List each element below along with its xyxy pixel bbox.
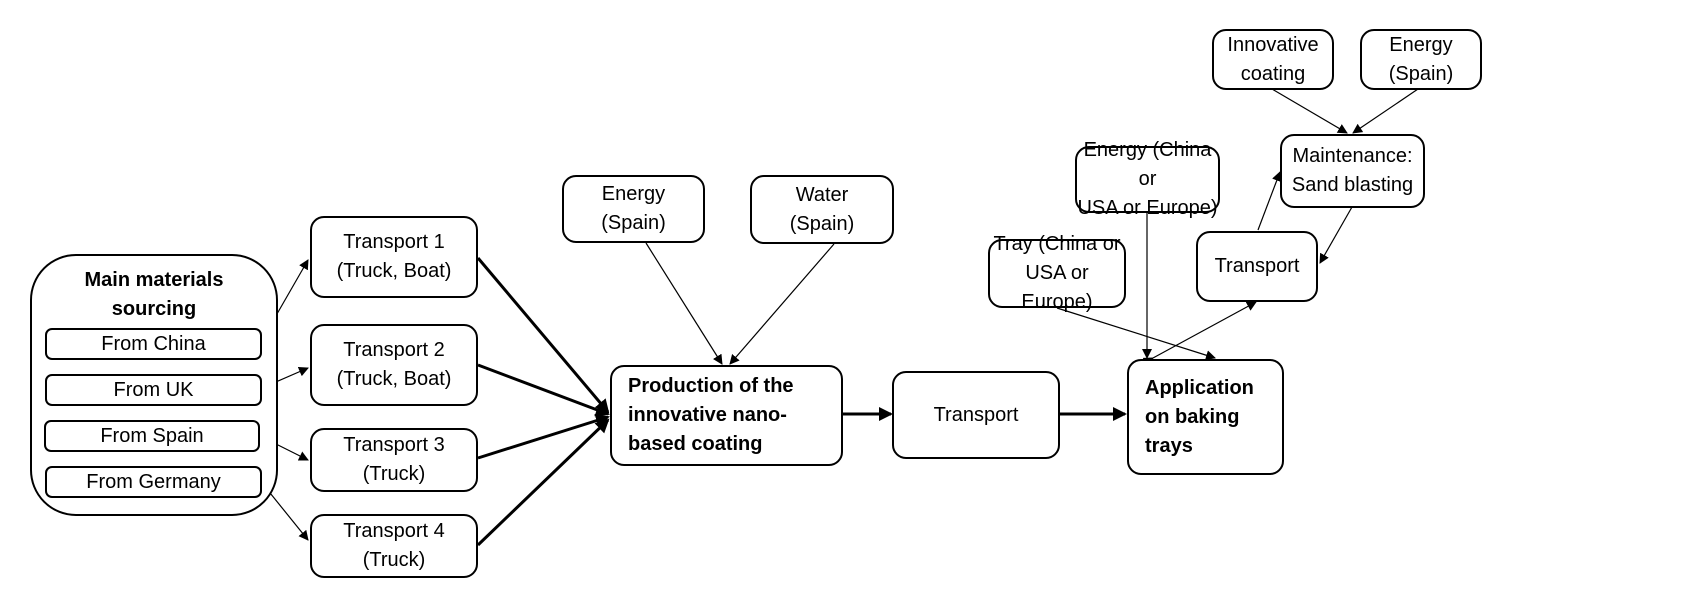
transport-2: Transport 2 (Truck, Boat) bbox=[310, 324, 478, 406]
application-on-baking-trays: Application on baking trays bbox=[1127, 359, 1284, 475]
arrow-energy-to-production bbox=[645, 242, 723, 365]
transport-1: Transport 1 (Truck, Boat) bbox=[310, 216, 478, 298]
input-innovative-coating: Innovative coating bbox=[1212, 29, 1334, 90]
input-energy-spain-maintenance: Energy (Spain) bbox=[1360, 29, 1482, 90]
arrow-water-to-production bbox=[729, 243, 835, 365]
production-nano-coating: Production of the innovative nano- based… bbox=[610, 365, 843, 466]
transport-to-application: Transport bbox=[892, 371, 1060, 459]
arrow-transport2-to-production bbox=[477, 363, 610, 417]
transport-3: Transport 3 (Truck) bbox=[310, 428, 478, 492]
sourcing-title: Main materials sourcing bbox=[84, 269, 224, 320]
transport-4: Transport 4 (Truck) bbox=[310, 514, 478, 578]
origin-spain: From Spain bbox=[44, 420, 260, 452]
origin-china: From China bbox=[45, 328, 262, 360]
arrow-coating-to-maintenance bbox=[1271, 88, 1348, 134]
arrow-transport1-to-production bbox=[476, 257, 610, 414]
input-tray: Tray (China or USA or Europe) bbox=[988, 233, 1126, 313]
origin-germany: From Germany bbox=[45, 466, 262, 498]
arrow-energy-to-maintenance bbox=[1352, 88, 1419, 134]
arrow-transport4-to-production bbox=[476, 418, 610, 547]
input-energy-global: Energy (China or USA or Europe) bbox=[1075, 139, 1220, 219]
transport-maintenance: Transport bbox=[1196, 231, 1318, 302]
input-energy-spain: Energy (Spain) bbox=[562, 175, 705, 243]
arrow-application-transport-bidirectional bbox=[1142, 301, 1257, 367]
input-water-spain: Water (Spain) bbox=[750, 175, 894, 244]
origin-uk: From UK bbox=[45, 374, 262, 406]
arrow-transport3-to-production bbox=[477, 413, 610, 460]
arrow-maintenance-to-transport bbox=[1319, 206, 1353, 264]
arrow-transport-to-maintenance bbox=[1257, 171, 1282, 231]
maintenance-sand-blasting: Maintenance: Sand blasting bbox=[1280, 134, 1425, 208]
